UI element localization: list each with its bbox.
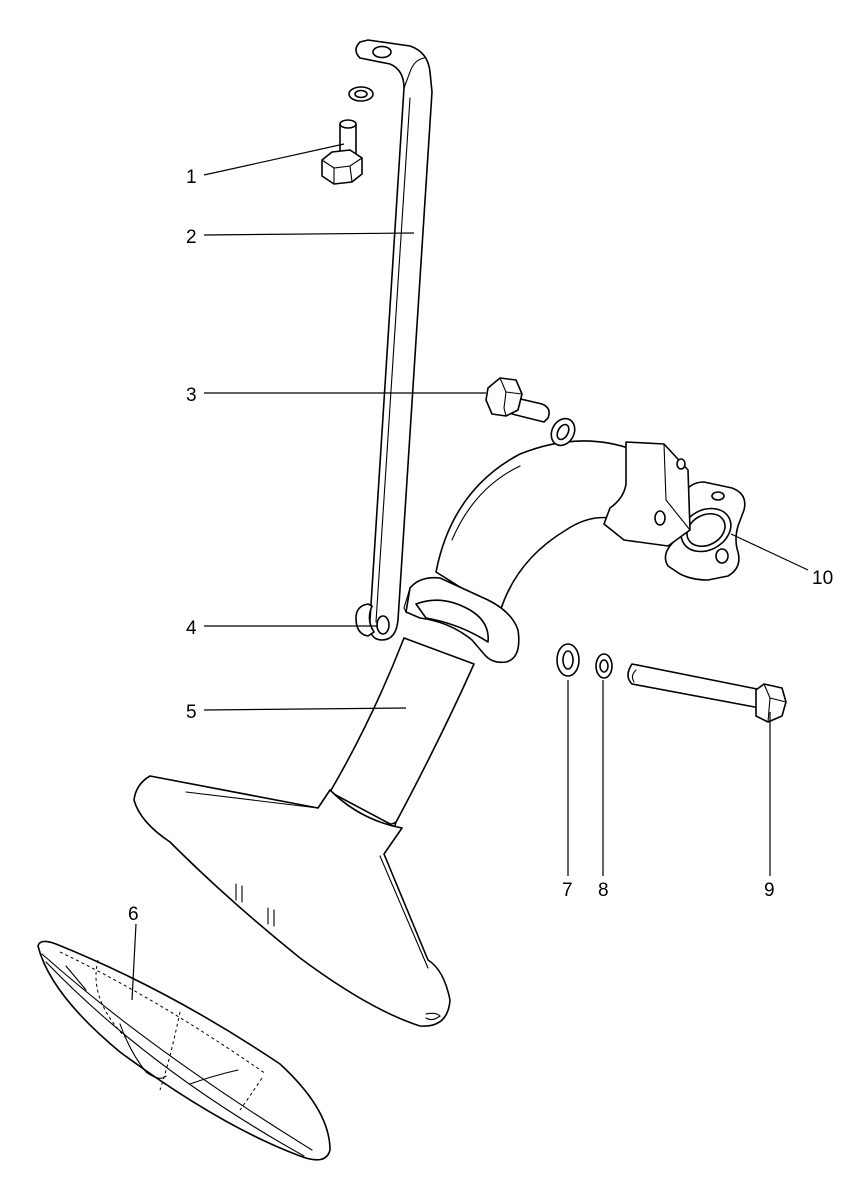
- callout-7: 7: [562, 880, 573, 901]
- callout-8: 8: [598, 880, 609, 901]
- strainer-screen: [37, 940, 331, 1161]
- lock-washer: [595, 653, 613, 679]
- callout-6: 6: [128, 904, 139, 925]
- callout-5: 5: [186, 702, 197, 723]
- callouts: 1 2 3 4 5 6 7 8 9 10: [128, 167, 833, 925]
- leader-lines: [131, 143, 809, 1001]
- hex-bolt-small: [321, 119, 363, 185]
- top-lock-washer: [348, 86, 374, 102]
- callout-2: 2: [186, 227, 197, 248]
- callout-9: 9: [764, 880, 775, 901]
- hex-bolt-medium: [485, 377, 550, 423]
- callout-4: 4: [186, 618, 197, 639]
- bolt3-washer: [550, 417, 576, 447]
- flat-washer: [556, 643, 580, 677]
- hex-bolt-long: [627, 663, 787, 723]
- callout-10: 10: [812, 568, 833, 589]
- callout-1: 1: [186, 167, 197, 188]
- suction-pipe: [133, 440, 691, 1027]
- support-bracket: [355, 39, 433, 641]
- callout-3: 3: [186, 385, 197, 406]
